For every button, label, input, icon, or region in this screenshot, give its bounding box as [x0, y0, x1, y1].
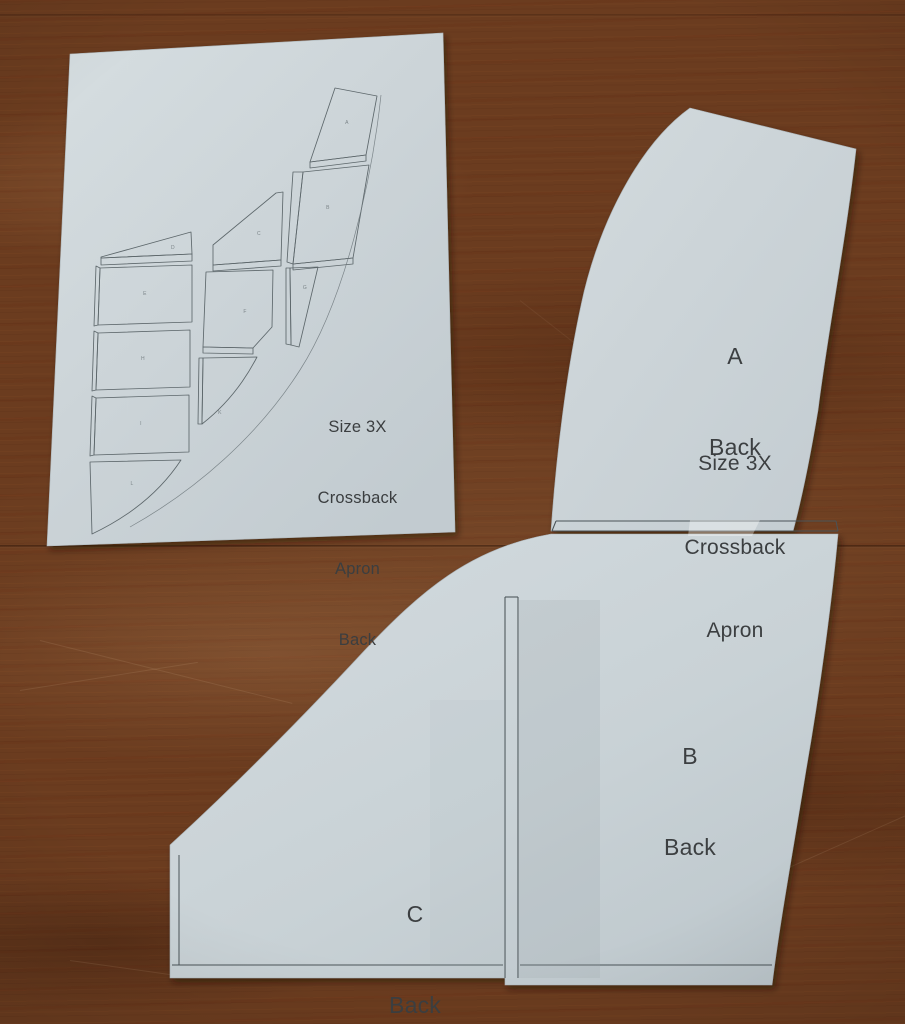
- paper-sheen: [688, 520, 760, 536]
- mini-piece-a-allowance: [309, 154, 367, 169]
- overview-text-block: Size 3X Crossback Apron Back: [285, 368, 430, 701]
- mini-label-k: K: [218, 410, 222, 416]
- piece-b-letter: B: [682, 742, 698, 769]
- mini-label-a: A: [345, 120, 349, 126]
- mini-label-f: F: [243, 309, 247, 315]
- piece-bc-shape: [169, 533, 839, 986]
- mini-label-l: L: [130, 481, 134, 487]
- piece-c-label: C Back: [320, 838, 510, 1024]
- mini-piece-f-allowance: [202, 346, 254, 355]
- wood-plank-seam: [0, 545, 905, 548]
- mini-piece-d-allowance: [100, 253, 193, 266]
- piece-b-label: B Back: [595, 680, 785, 923]
- piece-a-shape: [550, 107, 857, 532]
- mini-piece-k: [201, 356, 258, 425]
- mini-piece-e-allowance: [93, 265, 101, 327]
- overview-section: Back: [338, 631, 377, 650]
- overview-piece-outlines: [89, 87, 378, 535]
- mini-label-b: B: [326, 205, 330, 211]
- piece-a-info-style: Crossback: [684, 535, 786, 559]
- mini-label-h: H: [141, 356, 145, 362]
- piece-a-label: A Back: [640, 280, 830, 523]
- piece-a-info: Size 3X Crossback Apron: [630, 395, 840, 700]
- mini-label-e: E: [143, 291, 147, 297]
- overview-size: Size 3X: [328, 417, 387, 436]
- mini-label-d: D: [171, 245, 175, 251]
- overview-garment: Apron: [334, 560, 381, 578]
- piece-a-info-garment: Apron: [706, 618, 764, 642]
- paper-tape-shading: [430, 600, 600, 978]
- overview-sheet-paper: [46, 32, 456, 547]
- overview-style: Crossback: [317, 488, 398, 507]
- wood-plank-seam-top: [0, 14, 905, 17]
- mini-piece-h-allowance: [91, 330, 99, 392]
- piece-a-info-size: Size 3X: [698, 452, 772, 476]
- piece-a-letter: A: [727, 342, 743, 369]
- mini-label-i: I: [140, 421, 142, 427]
- mini-piece-f: [202, 269, 274, 349]
- piece-c-sublabel: Back: [389, 991, 441, 1018]
- piece-a-seam-lines: [551, 520, 839, 532]
- piece-bc-center-seam: [504, 596, 519, 978]
- mini-label-g: G: [302, 285, 308, 291]
- mini-piece-c-allowance: [212, 259, 282, 272]
- mini-piece-l: [89, 459, 182, 535]
- mini-piece-g-allowance: [285, 267, 292, 346]
- overview-guide-curve: [129, 94, 382, 528]
- mini-label-c: C: [257, 231, 261, 237]
- piece-a-sublabel: Back: [709, 433, 761, 460]
- mini-piece-k-allowance: [197, 357, 204, 425]
- mini-piece-i-allowance: [89, 395, 97, 457]
- piece-b-sublabel: Back: [664, 833, 716, 860]
- piece-c-letter: C: [406, 900, 424, 927]
